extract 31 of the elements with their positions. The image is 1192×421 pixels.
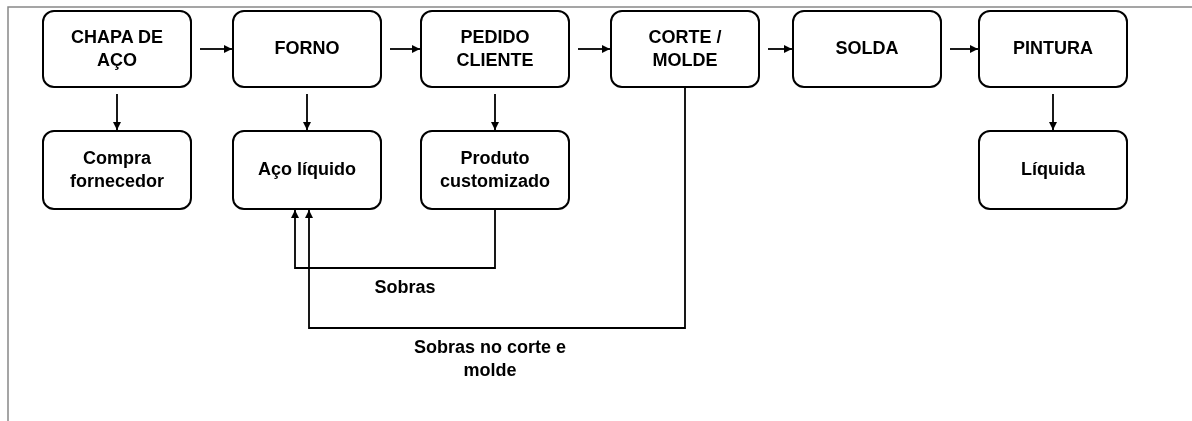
process-box [42, 130, 192, 210]
process-box [610, 10, 760, 88]
process-box [232, 10, 382, 88]
box-label: Aço líquido [258, 158, 356, 182]
box-label: Produto customizado [439, 146, 551, 193]
process-box [42, 10, 192, 88]
box-label: SOLDA [835, 37, 899, 61]
arrow [949, 45, 979, 53]
box-label: CHAPA DE AÇO [70, 25, 164, 72]
arrow [491, 93, 499, 131]
box-label: FORNO [274, 37, 340, 61]
arrow [199, 45, 233, 53]
arrow [389, 45, 421, 53]
arrow [303, 93, 311, 131]
box-label: Líquida [1021, 158, 1085, 182]
arrow [305, 87, 686, 329]
arrow [577, 45, 611, 53]
box-label: PINTURA [1013, 37, 1093, 61]
box-label: Compra fornecedor [69, 146, 165, 193]
box-label: CORTE / MOLDE [647, 25, 723, 72]
process-box [792, 10, 942, 88]
process-box [232, 130, 382, 210]
arrow [767, 45, 793, 53]
box-label: PEDIDO CLIENTE [455, 25, 535, 72]
process-box [420, 10, 570, 88]
process-box [978, 130, 1128, 210]
process-box [978, 10, 1128, 88]
process-box [420, 130, 570, 210]
arrow [113, 93, 121, 131]
arrow [291, 209, 496, 269]
arrow [1049, 93, 1057, 131]
